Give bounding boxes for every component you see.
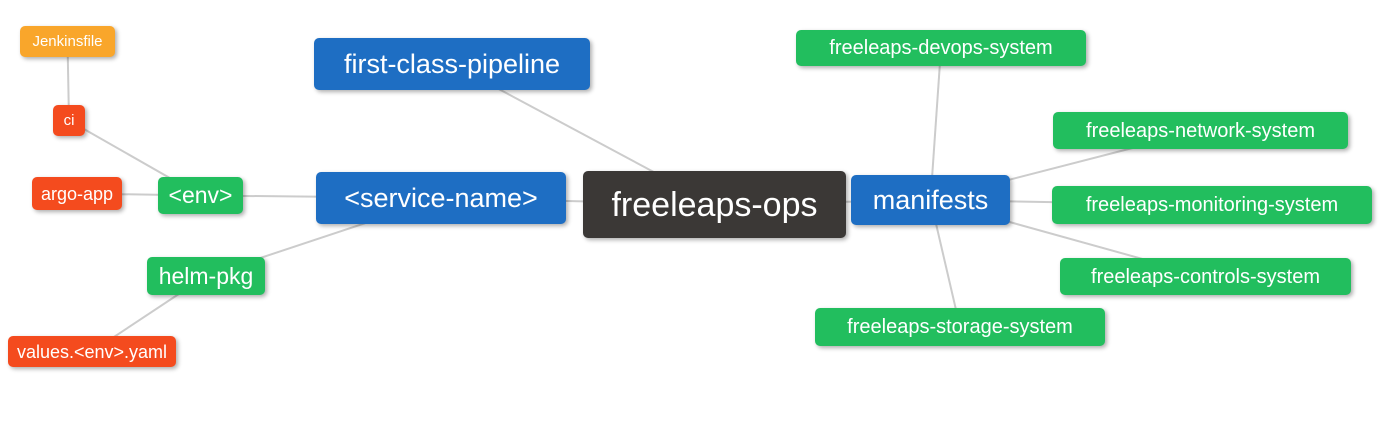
node-freeleaps-monitoring-system[interactable]: freeleaps-monitoring-system (1052, 186, 1372, 224)
node-label: manifests (872, 184, 989, 215)
node-service-name[interactable]: <service-name> (316, 172, 566, 224)
node-argo-app[interactable]: argo-app (32, 177, 122, 210)
node-label: freeleaps-devops-system (829, 37, 1053, 59)
node-label: freeleaps-ops (611, 185, 818, 224)
node-freeleaps-ops[interactable]: freeleaps-ops (583, 171, 846, 238)
node-label: Jenkinsfile (32, 33, 103, 50)
node-jenkinsfile[interactable]: Jenkinsfile (20, 26, 115, 57)
node-label: ci (63, 112, 75, 129)
node-freeleaps-storage-system[interactable]: freeleaps-storage-system (815, 308, 1105, 346)
node-label: <service-name> (344, 182, 538, 213)
node-freeleaps-devops-system[interactable]: freeleaps-devops-system (796, 30, 1086, 66)
node-label: values.<env>.yaml (16, 341, 168, 362)
node-label: freeleaps-network-system (1086, 119, 1315, 142)
node-manifests[interactable]: manifests (851, 175, 1010, 225)
node-values-env-yaml[interactable]: values.<env>.yaml (8, 336, 176, 367)
node-first-class-pipeline[interactable]: first-class-pipeline (314, 38, 590, 90)
node-label: freeleaps-storage-system (847, 316, 1073, 338)
node-label: <env> (168, 182, 233, 208)
node-label: first-class-pipeline (343, 48, 561, 79)
node-ci[interactable]: ci (53, 105, 85, 136)
node-label: helm-pkg (158, 262, 254, 289)
node-label: freeleaps-monitoring-system (1085, 194, 1339, 216)
node-helm-pkg[interactable]: helm-pkg (147, 257, 265, 295)
node-freeleaps-network-system[interactable]: freeleaps-network-system (1053, 112, 1348, 149)
node-label: argo-app (40, 183, 114, 204)
edge-manifests-freeleaps-devops-system (929, 47, 942, 201)
node-env[interactable]: <env> (158, 177, 243, 214)
node-label: freeleaps-controls-system (1091, 265, 1320, 288)
node-freeleaps-controls-system[interactable]: freeleaps-controls-system (1060, 258, 1351, 295)
